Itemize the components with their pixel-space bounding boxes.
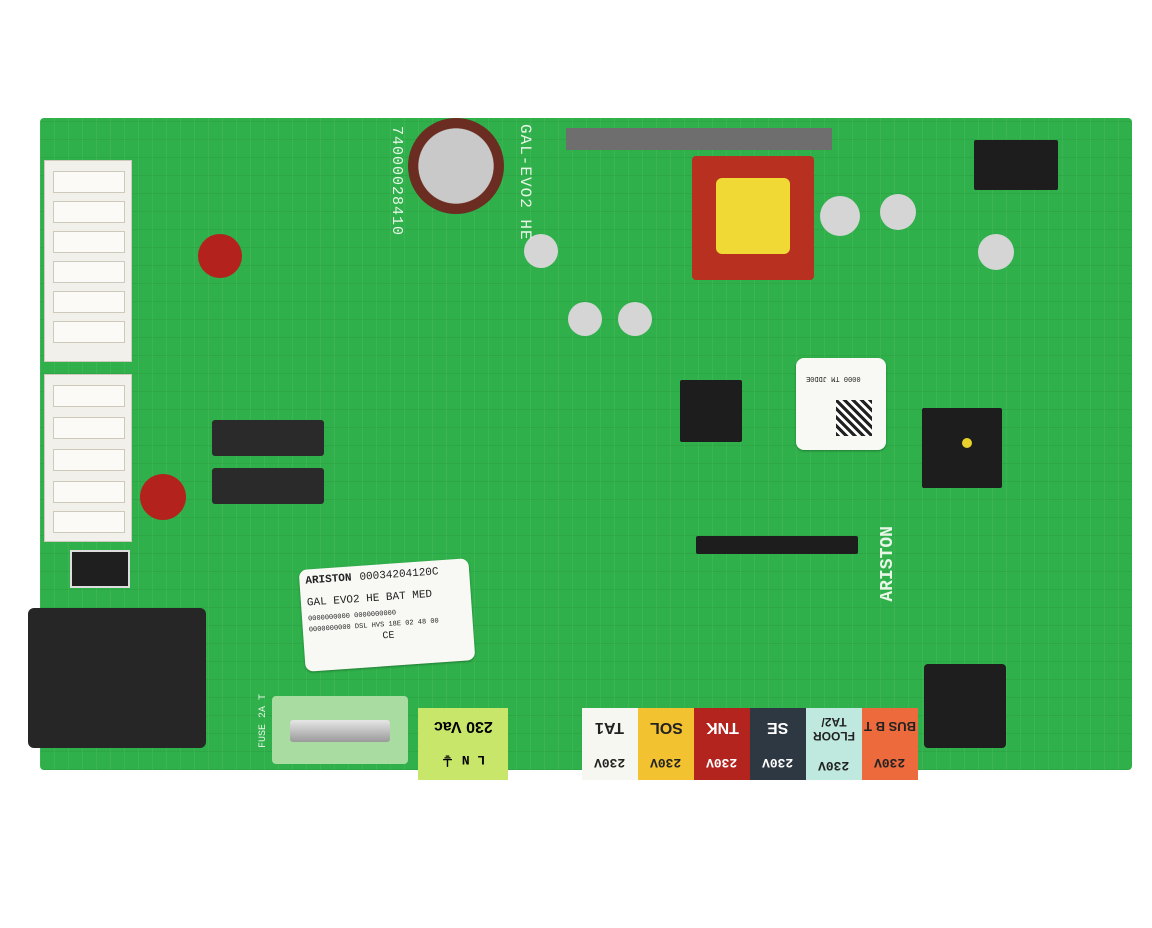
transformer [692,156,814,280]
terminal-sub: L N ⏚ [440,752,486,768]
relay-1 [212,420,324,456]
terminal-230vac: 230 Vac L N ⏚ [418,708,508,780]
part-number-silkscreen: 74000028410 [388,126,405,237]
terminal-sub: 230V [762,755,794,771]
terminal-tnk: TNK 230V [694,708,750,780]
left-connector-bottom [44,374,132,542]
terminal-label: SE [767,718,789,736]
terminal-label: TA1 [595,718,625,736]
terminal-sub: 230V [706,755,738,771]
qfp-chip [680,380,742,442]
varistor-1 [198,234,242,278]
ferrite-bar [566,128,832,150]
terminal-sub: 230V [874,754,906,770]
terminal-label: TNK [705,718,739,736]
product-sticker: ARISTON 00034204120C GAL EVO2 HE BAT MED… [298,558,476,672]
terminal-sub: 230V [594,755,626,771]
left-connector-top [44,160,132,362]
sticker-header: ARISTON 00034204120C [305,565,463,588]
relay-2 [212,468,324,504]
small-connector [70,550,130,588]
qr-sticker: 0000 TM JDD0E [796,358,886,450]
soic-chip-top-right [974,140,1058,190]
power-connector [28,608,206,748]
board-model-silkscreen: GAL-EVO2 HE [516,124,534,241]
terminal-label: 230 Vac [433,717,493,735]
terminal-floor-ta2: FLOOR TA2/ 230V [806,708,862,780]
fuse-holder [272,696,408,764]
datamatrix-code [836,400,872,436]
electrolytic-capacitor-large [408,118,504,214]
capacitor-small-2 [568,302,602,336]
capacitor-small-5 [880,194,916,230]
pcb-board: GAL-EVO2 HE 74000028410 ARISTON FUSE 2A … [28,118,1132,770]
terminal-label: SOL [649,718,683,736]
terminal-sub: 230V [650,755,682,771]
ariston-silkscreen: ARISTON [878,526,898,602]
capacitor-small-4 [820,196,860,236]
sticker-brand: ARISTON [305,572,352,588]
sticker-serial: 00034204120C [359,566,440,584]
microcontroller-main [922,408,1002,488]
capacitor-small-1 [524,234,558,268]
terminal-se: SE 230V [750,708,806,780]
pin-header [696,536,858,554]
qr-sticker-code: 0000 TM JDD0E [806,374,861,382]
terminal-sub: 230V [818,757,850,773]
glass-fuse [290,720,390,742]
terminal-label: FLOOR TA2/ [813,715,855,744]
terminal-sol: SOL 230V [638,708,694,780]
rj-connector [924,664,1006,748]
capacitor-small-3 [618,302,652,336]
terminal-label: BUS B T [864,718,916,734]
capacitor-small-6 [978,234,1014,270]
terminal-ta1: TA1 230V [582,708,638,780]
varistor-2 [140,474,186,520]
terminal-bus: BUS B T 230V [862,708,918,780]
fuse-silkscreen: FUSE 2A T [258,694,269,749]
